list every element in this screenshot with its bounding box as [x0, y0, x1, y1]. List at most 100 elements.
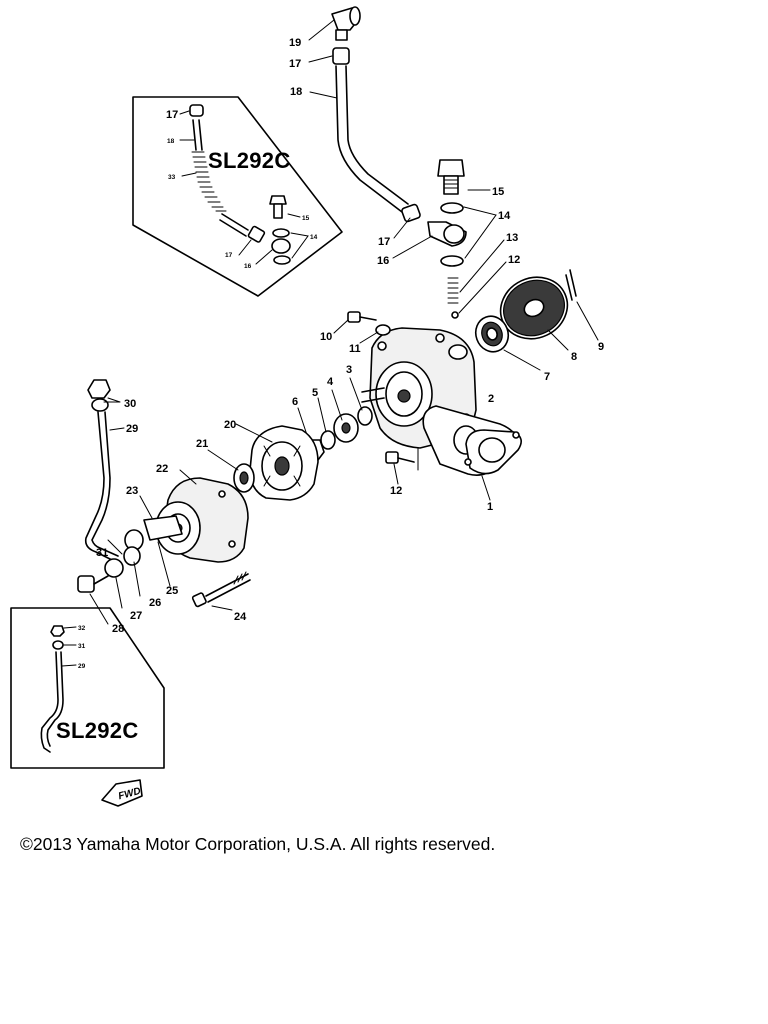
bolt-28-head — [77, 575, 95, 593]
callout-29: 29 — [126, 423, 138, 435]
inset-top-label-16: 16 — [244, 263, 252, 270]
screw-10-shank — [359, 316, 377, 321]
callout-30: 30 — [124, 398, 136, 410]
forward-arrow: FWD — [101, 779, 143, 807]
inset-bottom-border — [10, 607, 165, 769]
leader-1 — [481, 475, 491, 501]
outlet-pipe-29 — [84, 411, 117, 563]
callout-24: 24 — [234, 611, 247, 623]
oil-hose-edge — [345, 65, 409, 205]
inset-top-label-33: 33 — [168, 174, 176, 181]
inset-bottom-pipe-29-edge — [46, 651, 64, 747]
callout-31: 31 — [96, 547, 108, 559]
gasket-hole-a — [464, 458, 472, 466]
oil-seal-bore — [486, 327, 498, 341]
inset-top-washer-lower — [273, 255, 291, 265]
key-pin-edge — [569, 269, 577, 297]
inset-top-hose-end — [221, 213, 249, 231]
leader-7 — [503, 349, 541, 371]
pump-shaft-end — [397, 389, 411, 403]
callout-2: 2 — [488, 393, 494, 405]
pump-cover-hole-a — [218, 490, 226, 498]
leader-17b — [393, 217, 411, 239]
callout-11: 11 — [349, 343, 361, 355]
oil-line-assembly — [308, 6, 507, 319]
leader-27 — [115, 577, 123, 609]
washer-11 — [375, 324, 391, 336]
elbow-fitting-neck — [335, 29, 348, 41]
nut-30-lower — [91, 398, 109, 412]
screw-12-head — [385, 451, 399, 464]
leader-19 — [308, 19, 335, 41]
leader-8 — [547, 329, 569, 351]
inset-top-leader-17a — [179, 110, 190, 115]
callout-15: 15 — [492, 186, 504, 198]
callout-20: 20 — [224, 419, 236, 431]
leader-29 — [109, 427, 125, 431]
leader-26 — [133, 561, 141, 597]
leader-24 — [211, 605, 233, 611]
callout-7: 7 — [544, 371, 550, 383]
inset-bottom-label-29: 29 — [78, 663, 86, 670]
small-fasteners — [333, 311, 415, 485]
inset-top-leader-15 — [287, 213, 301, 218]
housing-inlet-boss — [448, 344, 468, 360]
washer-3 — [357, 406, 373, 426]
screw-10-head — [347, 311, 361, 323]
oil-hose — [335, 65, 403, 213]
washer-5 — [320, 430, 336, 450]
callout-labels: 19 17 18 15 14 13 12 17 16 9 8 7 10 11 3… — [96, 37, 604, 635]
inset-bottom-title: SL292C — [56, 718, 139, 743]
inset-top-leader-16 — [255, 249, 273, 265]
inset-top-border — [132, 96, 343, 297]
inset-top-label-17a: 17 — [166, 109, 178, 121]
check-ball — [451, 311, 459, 319]
long-bolt-head — [191, 592, 207, 608]
inset-bottom-leader-32 — [63, 626, 77, 629]
inset-bottom-nut-31 — [52, 640, 64, 650]
drive-coupling — [207, 423, 319, 501]
inset-top-cap — [189, 104, 204, 117]
inset-top-label-15: 15 — [302, 215, 310, 222]
inset-bottom-label-31: 31 — [78, 643, 86, 650]
leader-25 — [157, 541, 171, 587]
leader-31 — [107, 539, 123, 555]
leader-13 — [459, 239, 505, 293]
leader-23 — [139, 495, 153, 519]
inset-bottom-label-32: 32 — [78, 625, 86, 632]
pump-cover-assembly — [139, 469, 249, 587]
washer-4-hole — [341, 422, 351, 434]
callout-8: 8 — [571, 351, 577, 363]
elbow-fitting-end — [349, 6, 361, 26]
inset-top-bolt-shank — [273, 203, 283, 219]
leader-21 — [207, 449, 239, 471]
inset-top-bolt-head — [269, 195, 287, 205]
callout-12-upper: 12 — [508, 254, 520, 266]
inset-top-spring-section — [191, 151, 227, 212]
inset-top-label-17b: 17 — [225, 252, 233, 259]
long-bolt-24 — [191, 571, 251, 611]
leader-18 — [309, 91, 338, 99]
hose-clamp-upper — [332, 47, 350, 65]
housing-screw-hole-b — [435, 333, 445, 343]
check-spring — [447, 277, 459, 304]
bolt-28-shank — [93, 575, 109, 585]
inset-top-leader-33 — [181, 172, 197, 177]
callout-17-upper: 17 — [289, 58, 301, 70]
inset-top-hose-edge — [198, 119, 203, 151]
fwd-arrow-shape — [101, 779, 143, 807]
seal-disc-assembly — [474, 269, 599, 371]
housing-screw-hole-a — [377, 341, 387, 351]
gasket-opening — [478, 437, 506, 463]
inset-bottom-nut-32 — [50, 625, 65, 637]
callout-19: 19 — [289, 37, 301, 49]
pump-shaft-edge — [361, 397, 385, 403]
callout-4: 4 — [327, 376, 334, 388]
drive-washers — [297, 377, 373, 461]
leader-17a — [308, 55, 333, 63]
leader-10 — [333, 319, 349, 334]
callout-9: 9 — [598, 341, 604, 353]
callout-27: 27 — [130, 610, 142, 622]
coupling-20-hub — [274, 456, 290, 476]
leader-12 — [458, 261, 507, 314]
